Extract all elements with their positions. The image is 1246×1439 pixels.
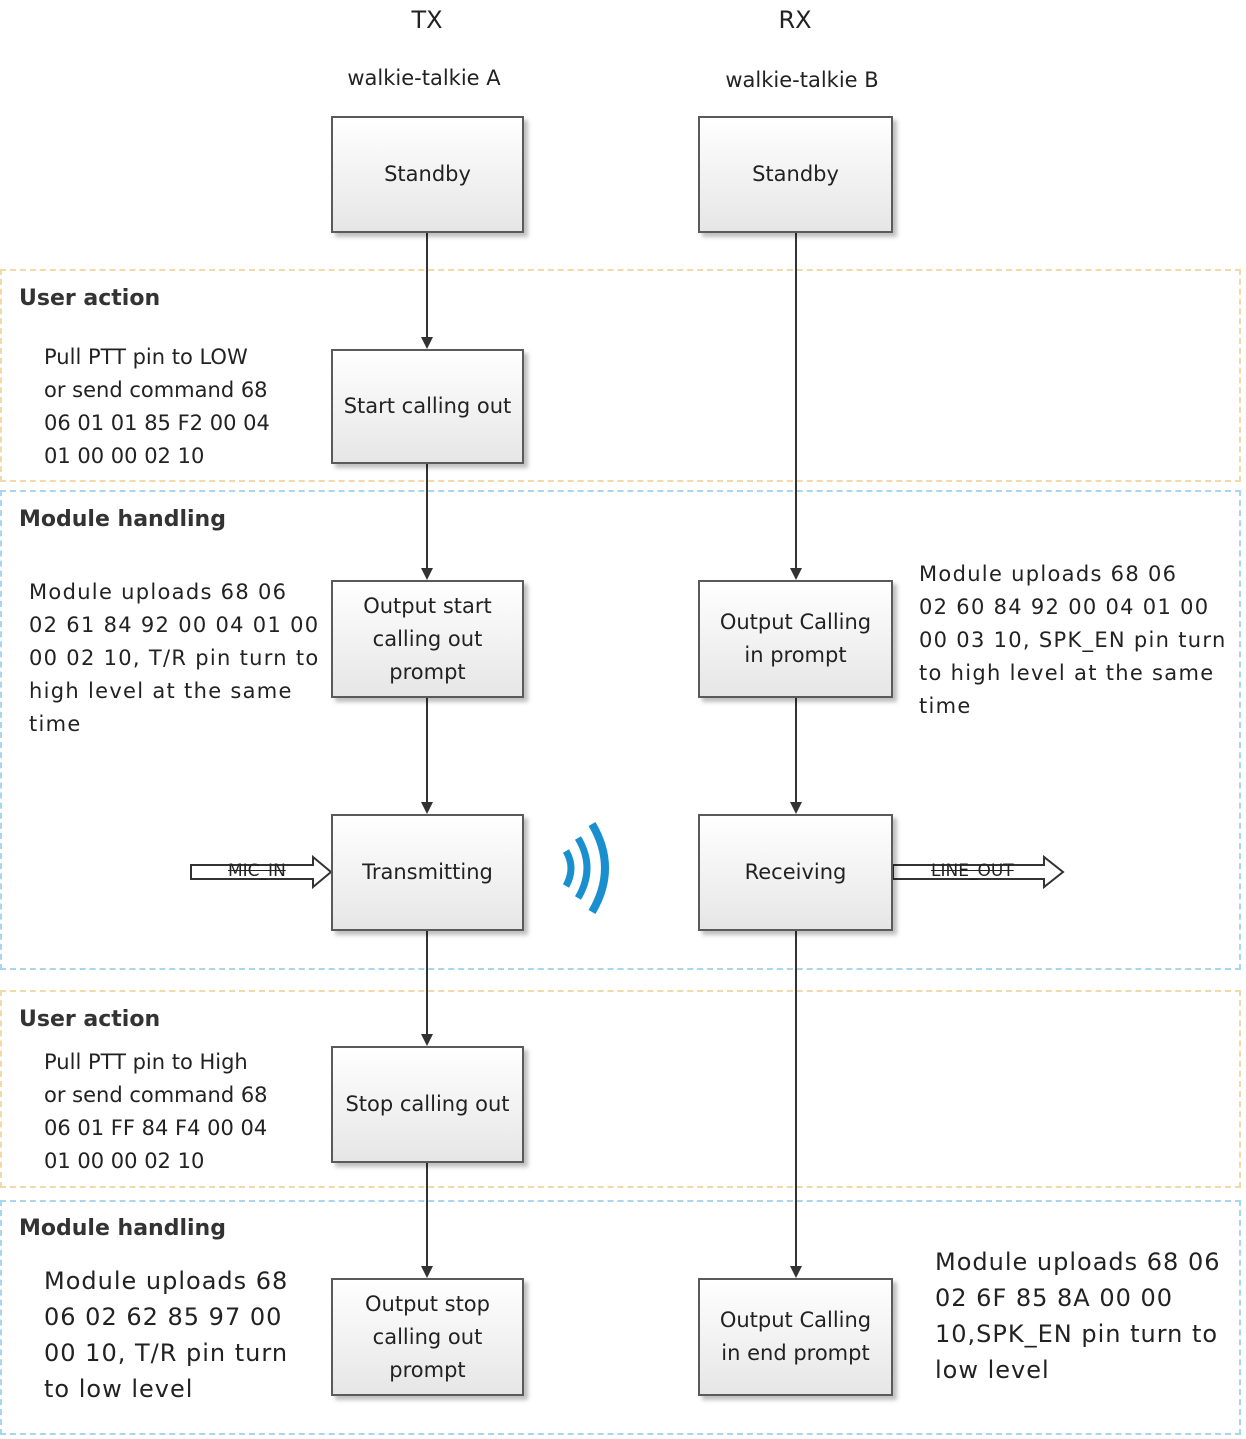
wireless-signal-icon [562,821,609,915]
rx-standby-box: Standby [698,116,893,233]
box-label: Output start calling out prompt [363,593,492,684]
region-label: Module handling [19,1216,226,1241]
tx-transmitting-box: Transmitting [331,814,524,931]
note-tx-upload-stop: Module uploads 68 06 02 62 85 97 00 00 1… [44,1267,289,1403]
rx-output-calling-box: Output Calling in prompt [698,580,893,698]
rx-header: RX [778,6,812,34]
note-rx-upload-stop: Module uploads 68 06 02 6F 85 8A 00 00 1… [935,1248,1221,1384]
box-label: Receiving [744,860,847,884]
tx-stop-calling-box: Stop calling out [331,1046,524,1163]
mic-in-label: MIC_IN [228,861,286,881]
module-handling-region-1: Module handling [0,490,1241,970]
box-label: Standby [384,162,471,186]
user-action-region-1: User action [0,269,1241,482]
note-pull-ptt-low: Pull PTT pin to LOW or send command 68 0… [44,345,270,468]
box-label: Output Calling in end prompt [719,1308,872,1365]
line-out-arrow [892,854,1065,890]
box-label: Output stop calling out prompt [365,1291,490,1382]
box-label: Transmitting [362,860,493,884]
module-handling-region-2: Module handling [0,1200,1241,1435]
note-pull-ptt-high: Pull PTT pin to High or send command 68 … [44,1050,268,1173]
line-out-label: LINE_OUT [931,861,1014,881]
note-rx-upload-start: Module uploads 68 06 02 60 84 92 00 04 0… [919,562,1227,718]
tx-header: TX [411,6,443,34]
box-label: Output Calling in prompt [719,610,872,667]
box-label: Stop calling out [345,1092,510,1116]
tx-output-start-box: Output start calling out prompt [331,580,524,698]
tx-standby-box: Standby [331,116,524,233]
box-label: Standby [752,162,839,186]
region-label: User action [19,1007,161,1032]
rx-receiving-box: Receiving [698,814,893,931]
rx-device-label: walkie-talkie B [725,68,879,92]
mic-in-arrow [190,854,333,890]
region-label: User action [19,286,161,311]
tx-start-calling-box: Start calling out [331,349,524,464]
tx-output-stop-box: Output stop calling out prompt [331,1278,524,1396]
note-tx-upload-start: Module uploads 68 06 02 61 84 92 00 04 0… [29,580,320,736]
region-label: Module handling [19,507,226,532]
rx-output-calling-end-box: Output Calling in end prompt [698,1278,893,1396]
user-action-region-2: User action [0,990,1241,1188]
box-label: Start calling out [343,394,512,418]
tx-device-label: walkie-talkie A [347,66,501,90]
